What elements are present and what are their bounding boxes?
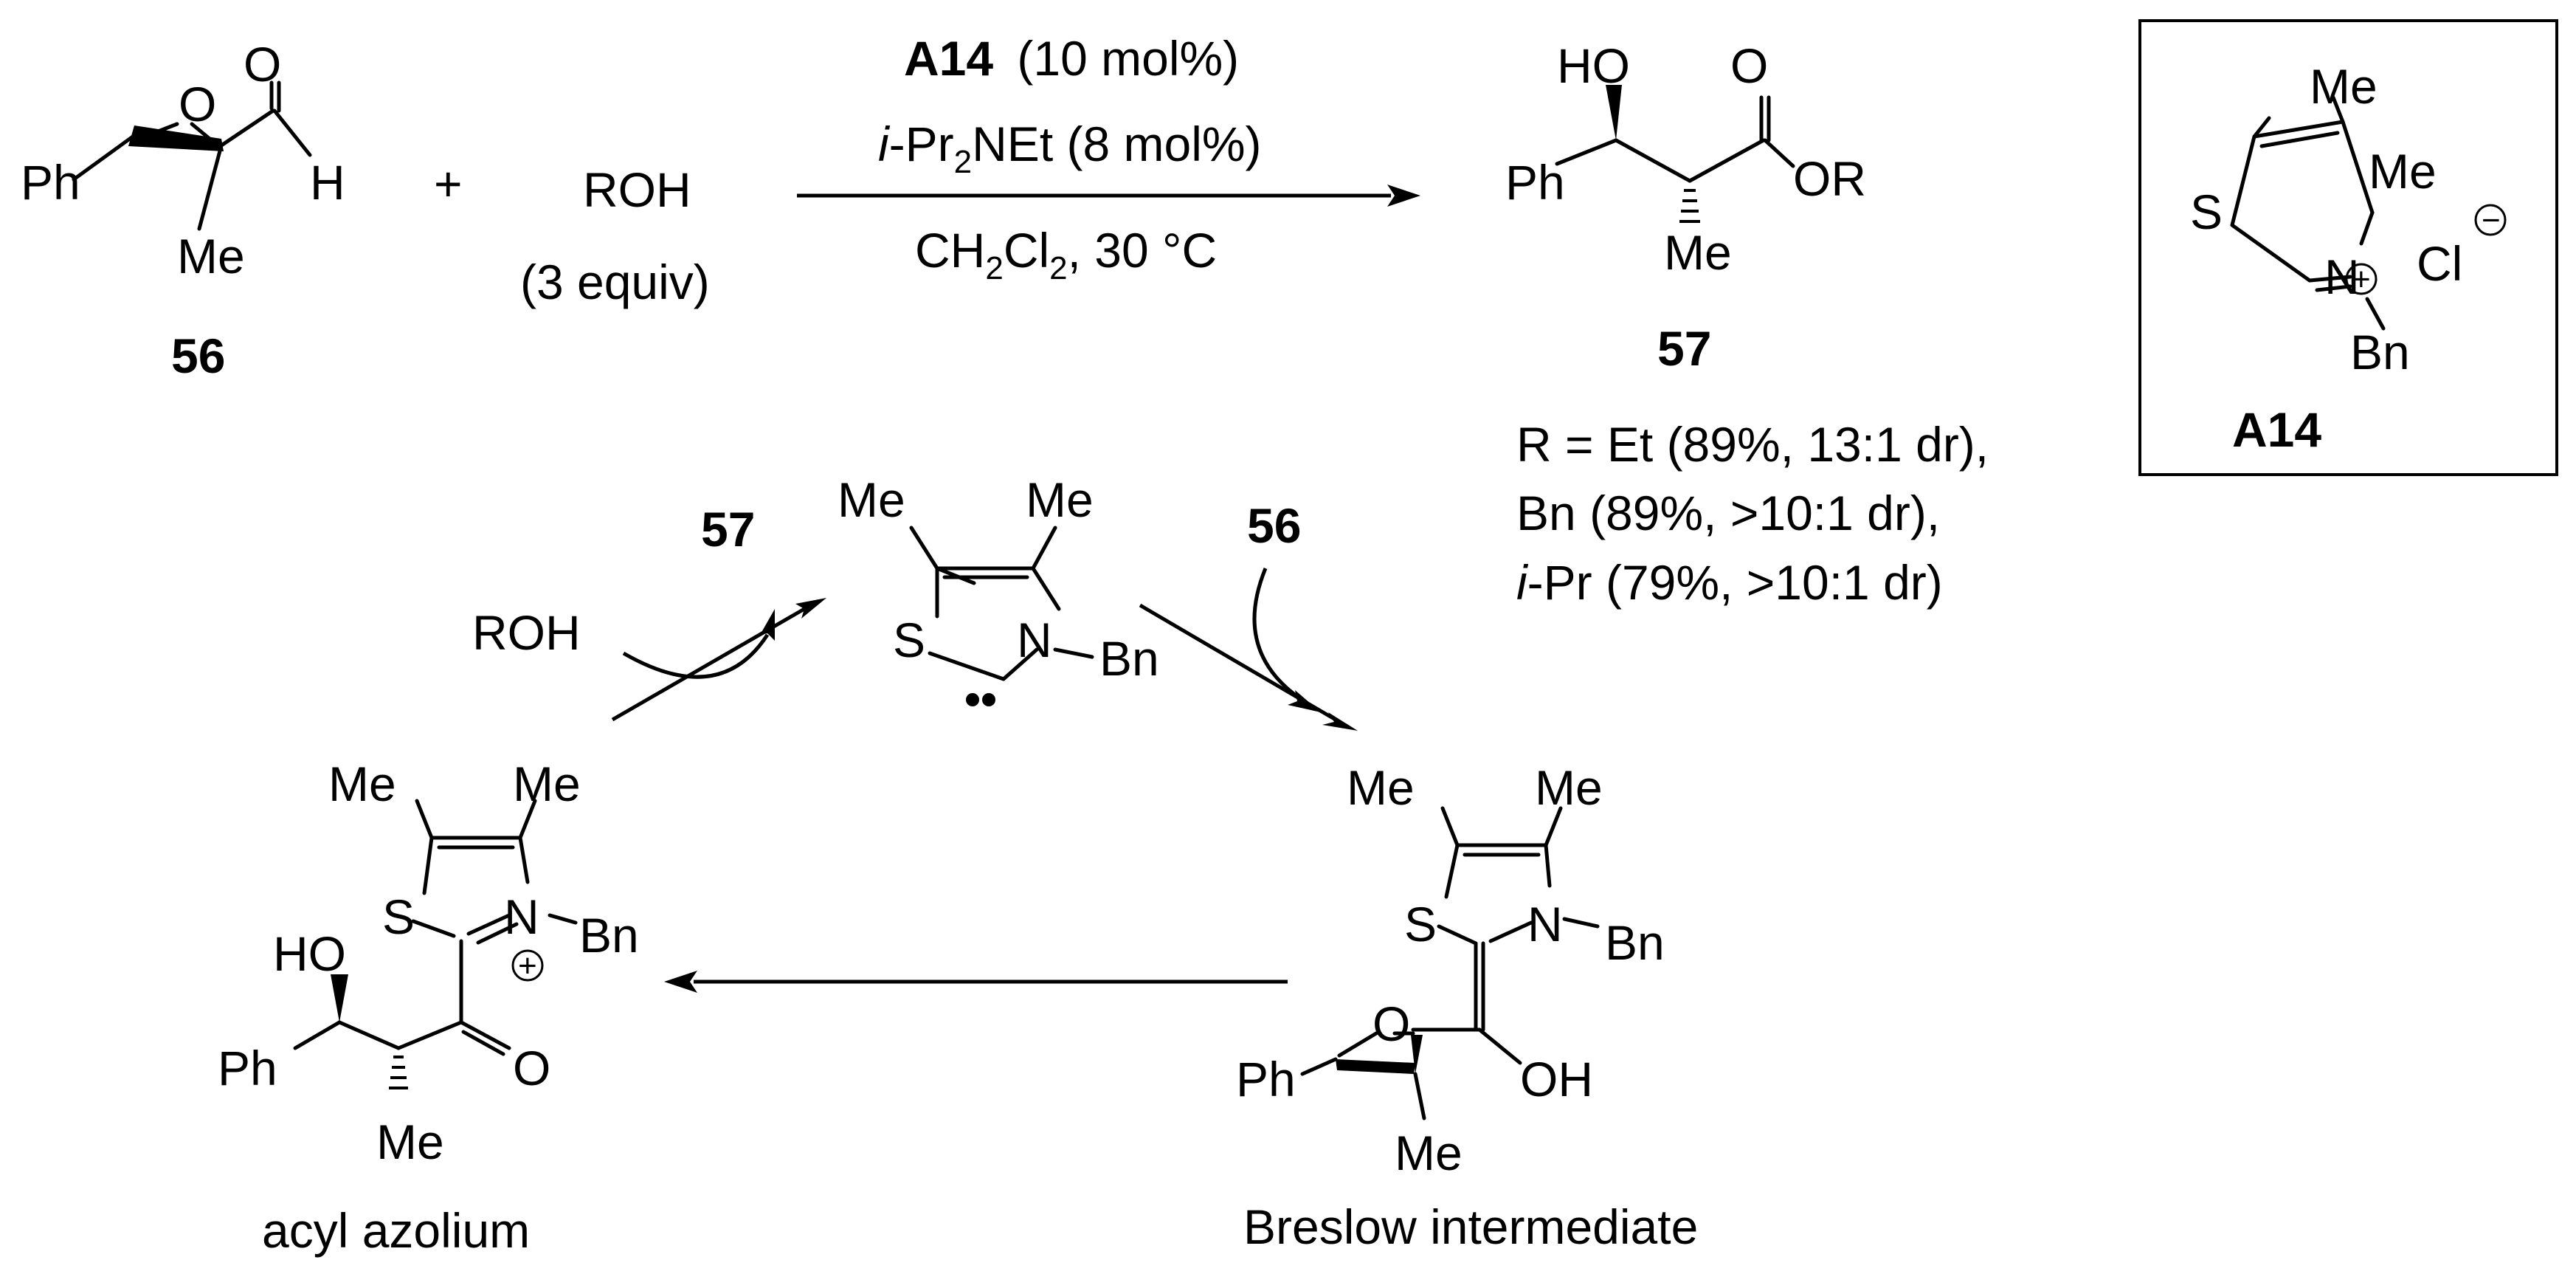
cycle-arrow-rearrangement [664, 971, 1288, 993]
phenyl-label: Ph [1505, 155, 1565, 210]
a14-nitrogen: N [2324, 249, 2360, 304]
catalyst-a14-box: Me Me S N + Bn Cl − A14 [2138, 19, 2558, 476]
breslow-methyl-left: Me [1347, 760, 1415, 815]
a14-chloride: Cl [2417, 236, 2462, 291]
cycle-alcohol-label: ROH [472, 605, 581, 660]
acyl-azolium-structure: Me Me S N Bn + HO Ph O Me acyl azolium [218, 757, 639, 1258]
alcohol-equivalents: (3 equiv) [520, 255, 710, 309]
acyl-benzyl: Bn [579, 908, 639, 963]
carbene-structure: Me Me S N Bn [838, 472, 1159, 706]
plus-sign: + [434, 156, 463, 211]
acyl-positive-charge: + [518, 948, 537, 984]
compound-56-structure: Ph O O H Me 56 [21, 37, 345, 383]
carbonyl-oxygen-label: O [1730, 38, 1768, 93]
acyl-carbonyl-oxygen: O [513, 1041, 550, 1095]
hydroxyl-label: HO [1557, 38, 1630, 93]
acyl-methyl-bottom: Me [376, 1115, 444, 1169]
a14-positive-charge: + [2352, 261, 2371, 297]
catalyst-label: A14 [904, 31, 993, 86]
svg-text:A14 (10 mol%): A14 (10 mol%) [904, 31, 1239, 86]
breslow-hydroxyl: OH [1520, 1052, 1593, 1106]
a14-methyl-top: Me [2310, 59, 2378, 114]
catalyst-a14-label: A14 [2232, 402, 2321, 457]
carbene-benzyl: Bn [1099, 631, 1159, 686]
breslow-benzyl: Bn [1605, 915, 1665, 970]
breslow-phenyl: Ph [1236, 1052, 1296, 1106]
carbene-methyl-left: Me [838, 472, 905, 527]
acyl-phenyl: Ph [218, 1041, 277, 1095]
compound-57-structure: Ph HO O OR Me 57 [1505, 38, 1866, 376]
acyl-nitrogen: N [504, 889, 539, 944]
cycle-arrow-addition: 56 [1139, 498, 1358, 731]
catalyst-loading: (10 mol%) [1017, 31, 1239, 86]
a14-sulfur: S [2190, 185, 2223, 239]
cycle-arrow-release: ROH 57 [472, 502, 826, 722]
phenyl-label: Ph [21, 155, 80, 210]
methyl-label: Me [177, 229, 245, 283]
cycle-substrate-label: 56 [1247, 498, 1301, 553]
carbonyl-oxygen-label: O [244, 37, 281, 92]
breslow-intermediate-structure: Me Me S N Bn O Ph OH Me Breslow intermed… [1236, 760, 1698, 1254]
yield-results: R = Et (89%, 13:1 dr), Bn (89%, >10:1 dr… [1516, 417, 1989, 610]
acyl-azolium-label: acyl azolium [262, 1203, 530, 1258]
epoxide-oxygen-label: O [179, 77, 216, 131]
base-label: i-Pr2NEt (8 mol%) [878, 117, 1262, 180]
ester-or-label: OR [1793, 151, 1866, 206]
methyl-label: Me [1664, 225, 1732, 280]
carbene-nitrogen: N [1017, 613, 1052, 667]
breslow-intermediate-label: Breslow intermediate [1243, 1199, 1698, 1254]
aldehyde-hydrogen-label: H [310, 155, 345, 210]
breslow-epoxide-oxygen: O [1372, 996, 1410, 1051]
acyl-methyl-left: Me [328, 757, 396, 811]
acyl-sulfur: S [382, 889, 415, 944]
result-benzyl: Bn (89%, >10:1 dr), [1516, 486, 1940, 540]
acyl-methyl-right: Me [513, 757, 581, 811]
a14-methyl-right: Me [2369, 144, 2437, 199]
a14-negative-charge: − [2482, 202, 2501, 238]
acyl-hydroxyl: HO [273, 926, 346, 981]
carbene-sulfur: S [893, 613, 925, 667]
breslow-sulfur: S [1404, 897, 1437, 951]
breslow-methyl-bottom: Me [1395, 1126, 1463, 1180]
compound-56-label: 56 [171, 328, 225, 383]
solvent-temperature: CH2Cl2, 30 °C [915, 223, 1217, 286]
compound-57-label: 57 [1657, 321, 1711, 376]
cycle-product-label: 57 [701, 502, 755, 557]
reaction-conditions: A14 (10 mol%) i-Pr2NEt (8 mol%) CH2Cl2, … [797, 31, 1420, 286]
result-ethyl: R = Et (89%, 13:1 dr), [1516, 417, 1989, 472]
carbene-methyl-right: Me [1026, 472, 1094, 527]
alcohol-reagent: ROH [583, 162, 691, 217]
breslow-nitrogen: N [1527, 897, 1563, 951]
breslow-methyl-right: Me [1535, 760, 1603, 815]
a14-benzyl: Bn [2350, 325, 2410, 379]
result-isopropyl: i-Pr (79%, >10:1 dr) [1516, 555, 1943, 610]
